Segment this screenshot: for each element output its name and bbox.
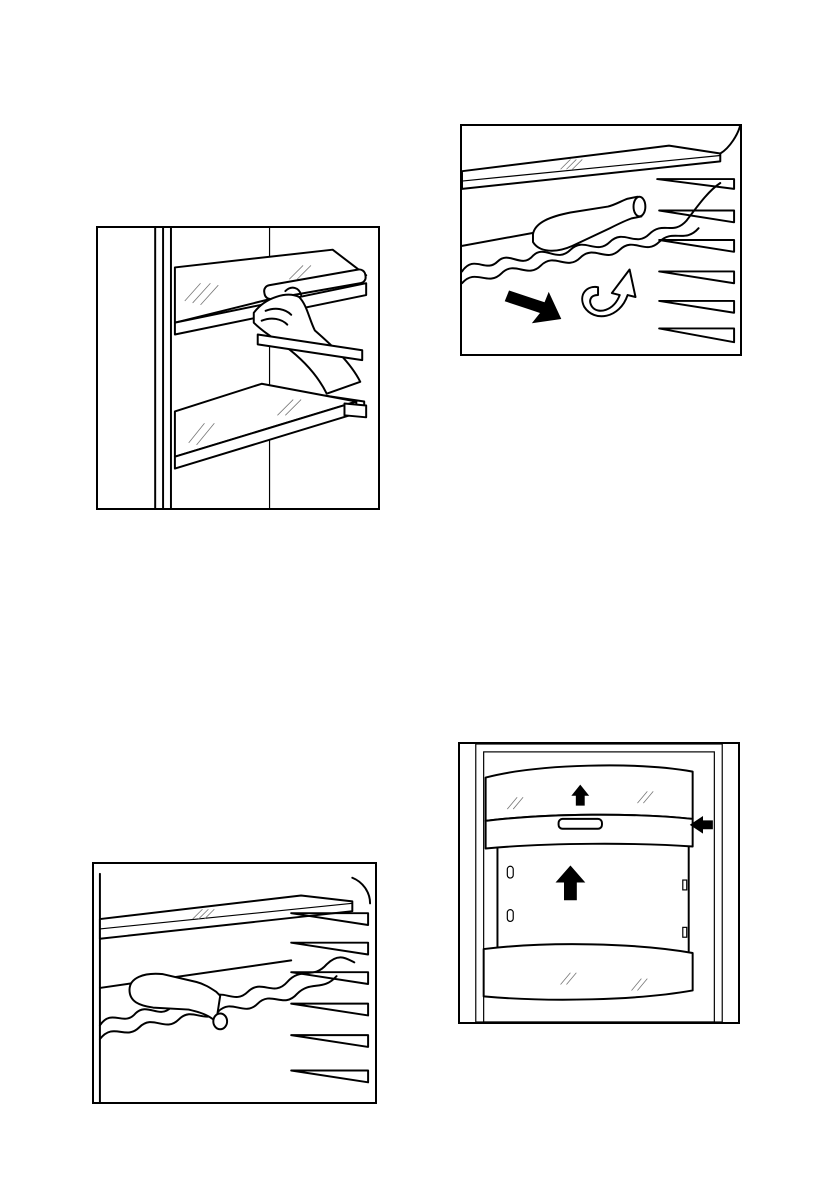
drawer-removal-illustration bbox=[458, 742, 740, 1024]
bottle-rack-removal-illustration bbox=[460, 124, 742, 356]
bottle-rack-installed-illustration bbox=[92, 862, 377, 1104]
shelf-removal-illustration bbox=[96, 226, 380, 510]
